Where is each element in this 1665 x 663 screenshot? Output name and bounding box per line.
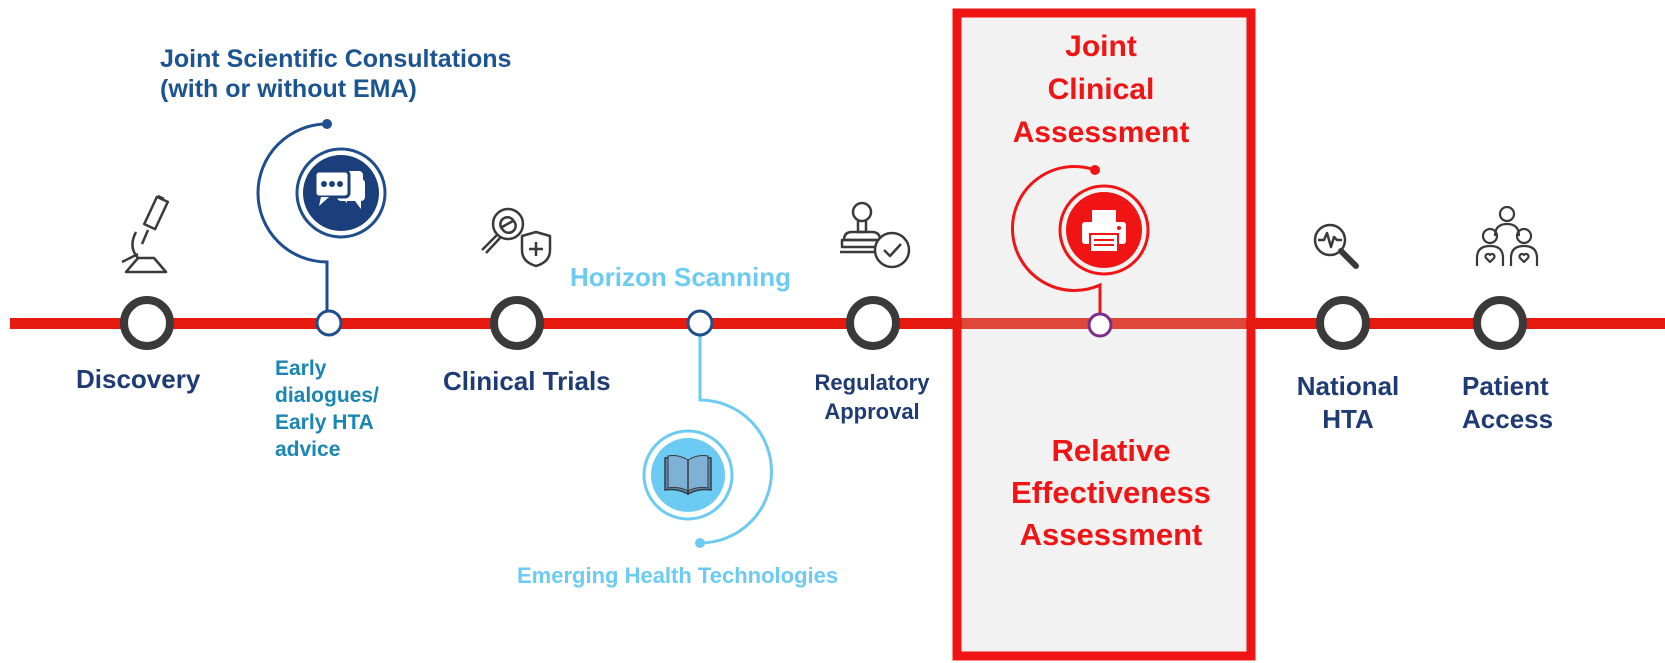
book-icon-circle (642, 429, 734, 521)
stamp-check-icon (840, 201, 911, 269)
open-book-icon (664, 455, 712, 496)
patient-access-label: Patient Access (1462, 371, 1554, 434)
chat-bubbles-icon (313, 169, 365, 209)
consultation-icon-circle (295, 147, 387, 239)
horizon-scanning-connector-dot (695, 538, 705, 548)
patients-heart-icon (1475, 205, 1539, 266)
node-early-dialogues (315, 309, 343, 337)
regulatory-approval-label: Regulatory Approval (814, 370, 930, 424)
emerging-health-technologies-label: Emerging Health Technologies (517, 563, 839, 588)
magnifier-pill-shield-icon (481, 207, 552, 268)
national-hta-label: National HTA (1296, 371, 1400, 434)
node-discovery (120, 296, 174, 350)
printer-icon (1082, 210, 1126, 253)
printer-icon-circle (1058, 184, 1150, 276)
timeline-bar (10, 318, 1665, 329)
clinical-trials-label: Clinical Trials (443, 366, 611, 396)
relative-effectiveness-assessment-title: Relative Effectiveness Assessment (1011, 433, 1211, 552)
magnifier-pulse-icon (1313, 223, 1359, 269)
joint-scientific-consultations-label: Joint Scientific Consultations (with or … (160, 45, 512, 103)
node-joint-clinical-assessment (1087, 312, 1113, 338)
jca-connector (1010, 165, 1102, 316)
node-patient-access (1473, 296, 1527, 350)
early-dialogues-label: Early dialogues/ Early HTA advice (275, 357, 379, 461)
discovery-label: Discovery (76, 364, 201, 394)
node-regulatory-approval (846, 296, 900, 350)
node-national-hta (1316, 296, 1370, 350)
microscope-icon (121, 194, 170, 274)
consultation-connector (256, 122, 329, 312)
consultation-connector-dot (322, 119, 332, 129)
joint-clinical-assessment-title: Joint Clinical Assessment (1012, 30, 1190, 149)
node-horizon-scanning (686, 309, 714, 337)
node-clinical-trials (490, 296, 544, 350)
horizon-scanning-connector (698, 330, 773, 545)
jca-connector-dot (1090, 165, 1100, 175)
horizon-scanning-label: Horizon Scanning (570, 262, 791, 292)
